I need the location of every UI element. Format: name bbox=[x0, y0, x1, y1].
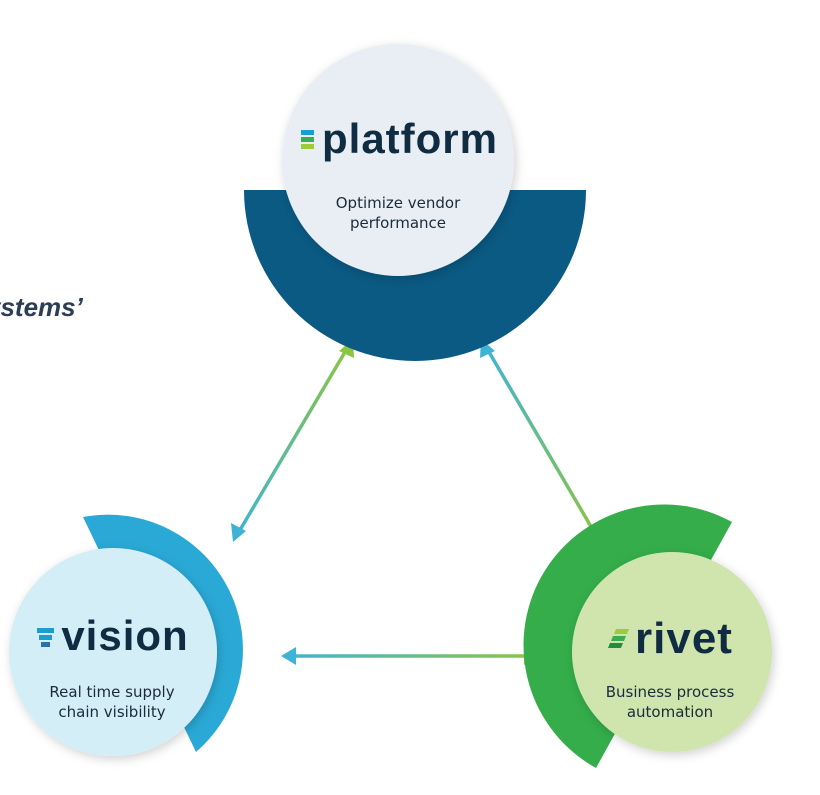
rivet-node-graphic bbox=[523, 504, 772, 768]
rivet-node: rivet Business process automation bbox=[570, 552, 770, 752]
rivet-desc-line-2: automation bbox=[626, 703, 714, 721]
platform-wordmark: platform bbox=[282, 115, 514, 163]
rivet-description: Business process automation bbox=[570, 682, 770, 722]
rivet-desc-line-1: Business process bbox=[605, 683, 735, 701]
vision-desc-line-2: chain visibility bbox=[58, 703, 166, 721]
platform-desc-line-2: performance bbox=[349, 214, 447, 232]
stacked-bars-icon bbox=[37, 628, 55, 647]
arrow-platform-vision bbox=[231, 339, 354, 542]
vision-wordmark: vision bbox=[8, 612, 216, 660]
platform-disc bbox=[282, 44, 514, 276]
vision-node: vision Real time supply chain visibility bbox=[8, 546, 216, 754]
slanted-bars-icon bbox=[608, 629, 630, 648]
vision-desc-line-1: Real time supply bbox=[49, 683, 175, 701]
platform-description: Optimize vendor performance bbox=[282, 193, 514, 233]
stacked-bars-icon bbox=[301, 130, 314, 149]
rivet-disc bbox=[572, 552, 772, 752]
vision-disc bbox=[9, 548, 217, 756]
arrow-platform-rivet bbox=[480, 339, 602, 542]
rivet-name: rivet bbox=[635, 614, 733, 663]
vision-name: vision bbox=[61, 612, 189, 659]
rivet-wordmark: rivet bbox=[570, 614, 770, 664]
platform-desc-line-1: Optimize vendor bbox=[335, 194, 461, 212]
header-title-fragment: ystems’ bbox=[0, 292, 83, 322]
platform-name: platform bbox=[322, 115, 498, 162]
platform-node: platform Optimize vendor performance bbox=[282, 45, 514, 277]
platform-node-graphic bbox=[244, 44, 586, 361]
arrow-vision-rivet bbox=[281, 647, 539, 665]
vision-description: Real time supply chain visibility bbox=[8, 682, 216, 722]
vision-node-graphic bbox=[9, 514, 243, 756]
